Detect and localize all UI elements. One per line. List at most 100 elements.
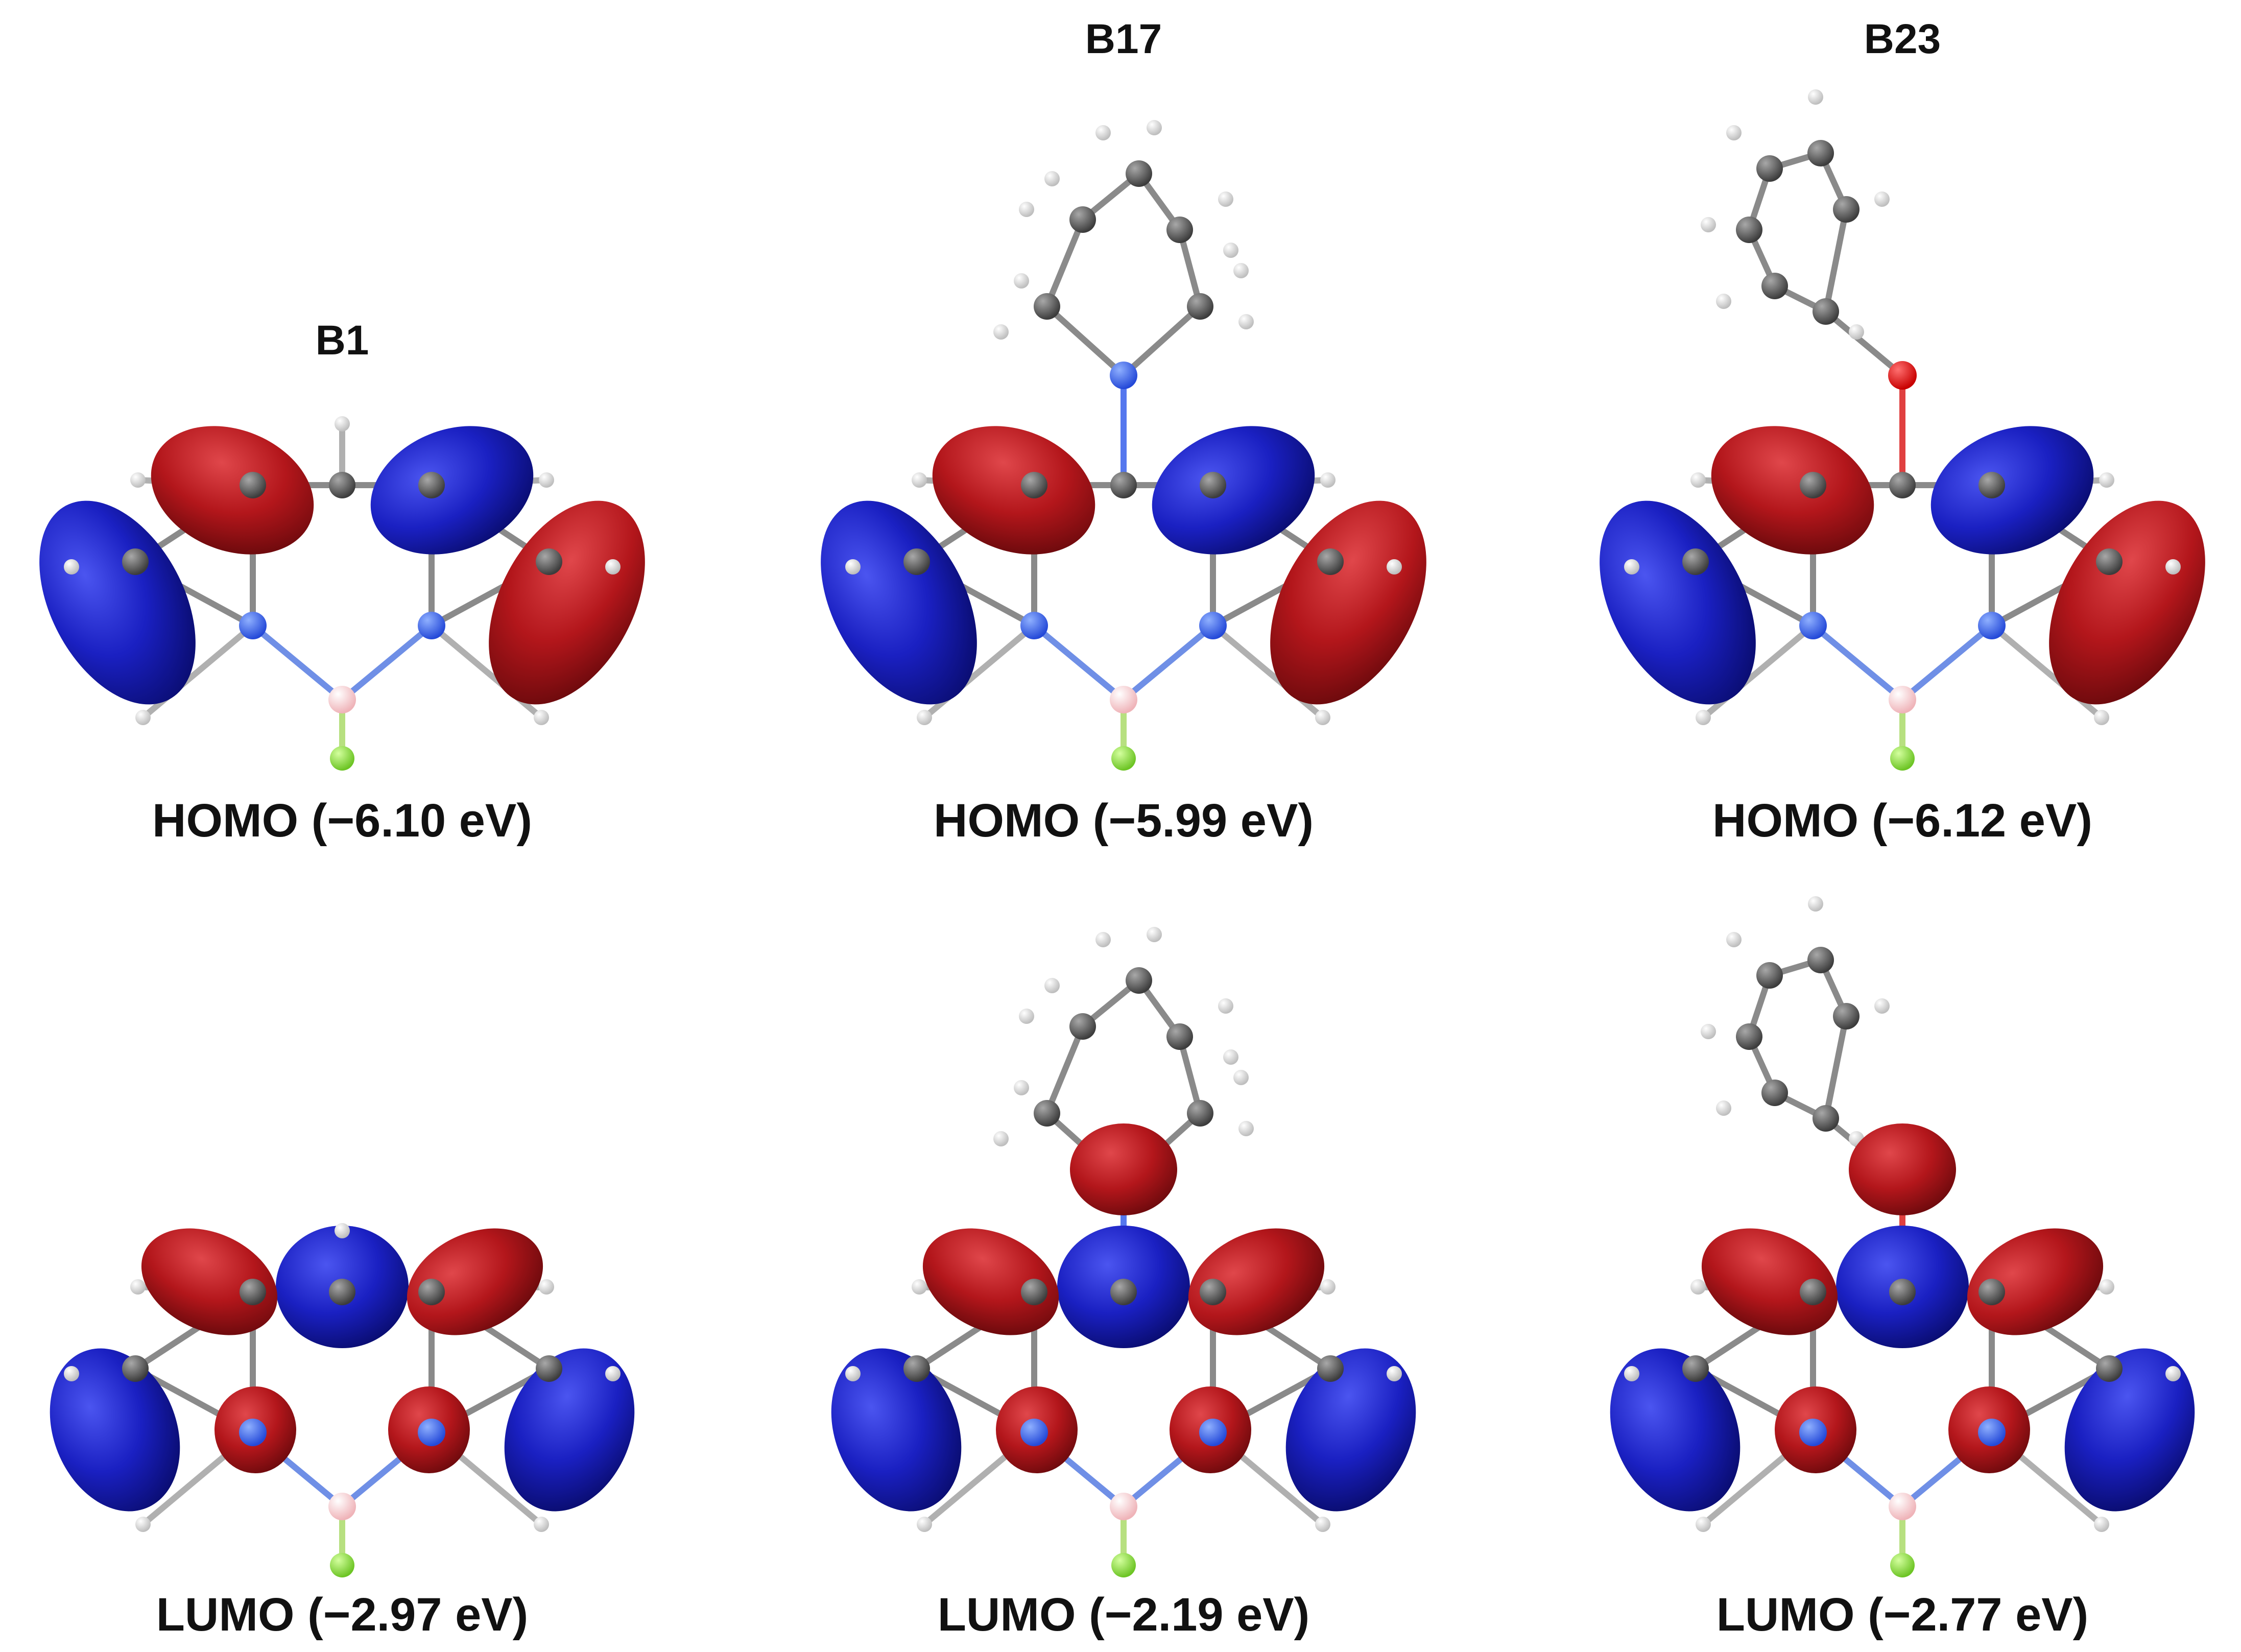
bond (1120, 303, 1203, 378)
hydrogen-atom (1233, 263, 1249, 278)
core-atoms (845, 1279, 1402, 1577)
carbon-atom (1682, 548, 1709, 575)
carbon-atom (418, 1279, 445, 1305)
negative-lobe (504, 1348, 635, 1512)
negative-lobe (1152, 426, 1315, 555)
carbon-atom (1813, 1105, 1839, 1132)
carbon-atom (1833, 196, 1859, 223)
fluorine-atom (330, 746, 354, 771)
bond (1044, 303, 1127, 378)
negative-lobe (2064, 1348, 2195, 1512)
carbon-atom (1682, 1355, 1709, 1382)
boron-atom (328, 1493, 356, 1520)
hydrogen-atom (1014, 1080, 1029, 1095)
hydrogen-atom (335, 416, 350, 432)
hydrogen-atom (2094, 1517, 2109, 1532)
hydrogen-atom (605, 559, 621, 574)
carbon-atom (418, 472, 445, 498)
carbon-atom (1069, 1013, 1096, 1040)
bond (1044, 217, 1086, 309)
substituent (1701, 89, 1917, 488)
hydrogen-atom (2099, 472, 2114, 488)
negative-lobe (370, 426, 534, 555)
lumo-label-b1: LUMO (−2.97 eV) (156, 1589, 529, 1641)
carbon-atom (1200, 1279, 1226, 1305)
hydrogen-atom (1218, 998, 1233, 1014)
hydrogen-atom (534, 710, 549, 725)
hydrogen-atom (1849, 324, 1864, 340)
hydrogen-atom (2094, 710, 2109, 725)
carbon-atom (1761, 273, 1788, 299)
carbon-atom (1126, 967, 1152, 994)
nitrogen-atom (1978, 1419, 2006, 1446)
positive-lobe (2049, 500, 2205, 705)
hydrogen-atom (1726, 125, 1742, 140)
hydrogen-atom (130, 472, 146, 488)
positive-lobe (1849, 1123, 1956, 1215)
bond (1120, 623, 1216, 703)
carbon-atom (329, 1279, 355, 1305)
nitrogen-atom (1110, 362, 1137, 389)
carbon-atom (1889, 472, 1916, 498)
hydrogen-atom (993, 1131, 1009, 1146)
positive-lobe (1711, 426, 1874, 555)
carbon-atom (240, 472, 266, 498)
lumo-label-b17: LUMO (−2.19 eV) (937, 1589, 1310, 1641)
hydrogen-atom (1701, 217, 1716, 232)
hydrogen-atom (1019, 1009, 1034, 1024)
hydrogen-atom (2099, 1279, 2114, 1295)
fluorine-atom (1111, 746, 1136, 771)
lumo-panel-b1 (50, 1223, 635, 1577)
hydrogen-atom (1716, 1100, 1731, 1116)
nitrogen-atom (418, 1419, 445, 1446)
nitrogen-atom (239, 1419, 267, 1446)
homo-label-b1: HOMO (−6.10 eV) (152, 795, 532, 847)
carbon-atom (1034, 1100, 1060, 1127)
positive-lobe (489, 500, 645, 705)
boron-atom (1110, 686, 1137, 713)
hydrogen-atom (539, 1279, 554, 1295)
hydrogen-atom (993, 324, 1009, 340)
carbon-atom (1800, 1279, 1826, 1305)
carbon-atom (1317, 1355, 1344, 1382)
carbon-atom (1736, 1023, 1762, 1050)
carbon-atom (1807, 947, 1834, 973)
positive-lobe (1070, 1123, 1177, 1215)
carbon-atom (240, 1279, 266, 1305)
hydrogen-atom (2165, 559, 2181, 574)
hydrogen-atom (64, 559, 79, 574)
hydrogen-atom (135, 710, 151, 725)
positive-lobe (922, 1228, 1059, 1335)
carbon-atom (122, 548, 149, 575)
core-atoms (1624, 1279, 2181, 1577)
hydrogen-atom (1624, 1366, 1639, 1381)
positive-lobe (407, 1228, 543, 1335)
hydrogen-atom (539, 472, 554, 488)
negative-lobe (1930, 426, 2094, 555)
negative-lobe (821, 500, 977, 705)
hydrogen-atom (1387, 1366, 1402, 1381)
carbon-atom (536, 1355, 562, 1382)
carbon-atom (1761, 1080, 1788, 1106)
bond (1810, 623, 1905, 703)
oxygen-atom (1888, 361, 1917, 390)
bond (1823, 1013, 1849, 1121)
carbon-atom (1166, 1023, 1193, 1050)
hydrogen-atom (1315, 1517, 1330, 1532)
nitrogen-atom (1799, 1419, 1827, 1446)
bond (1823, 308, 1905, 378)
hydrogen-atom (1696, 1517, 1711, 1532)
carbon-atom (122, 1355, 149, 1382)
hydrogen-atom (1223, 1049, 1238, 1065)
homo-lobes (39, 426, 645, 705)
boron-atom (1110, 1493, 1137, 1520)
hydrogen-atom (1320, 472, 1336, 488)
carbon-atom (1069, 206, 1096, 233)
molecule-name-b23: B23 (1864, 16, 1941, 62)
hydrogen-atom (912, 472, 927, 488)
lumo-lobes (1610, 1123, 2195, 1512)
hydrogen-atom (335, 1223, 350, 1238)
fluorine-atom (1111, 1553, 1136, 1577)
lumo-lobes (50, 1226, 635, 1512)
